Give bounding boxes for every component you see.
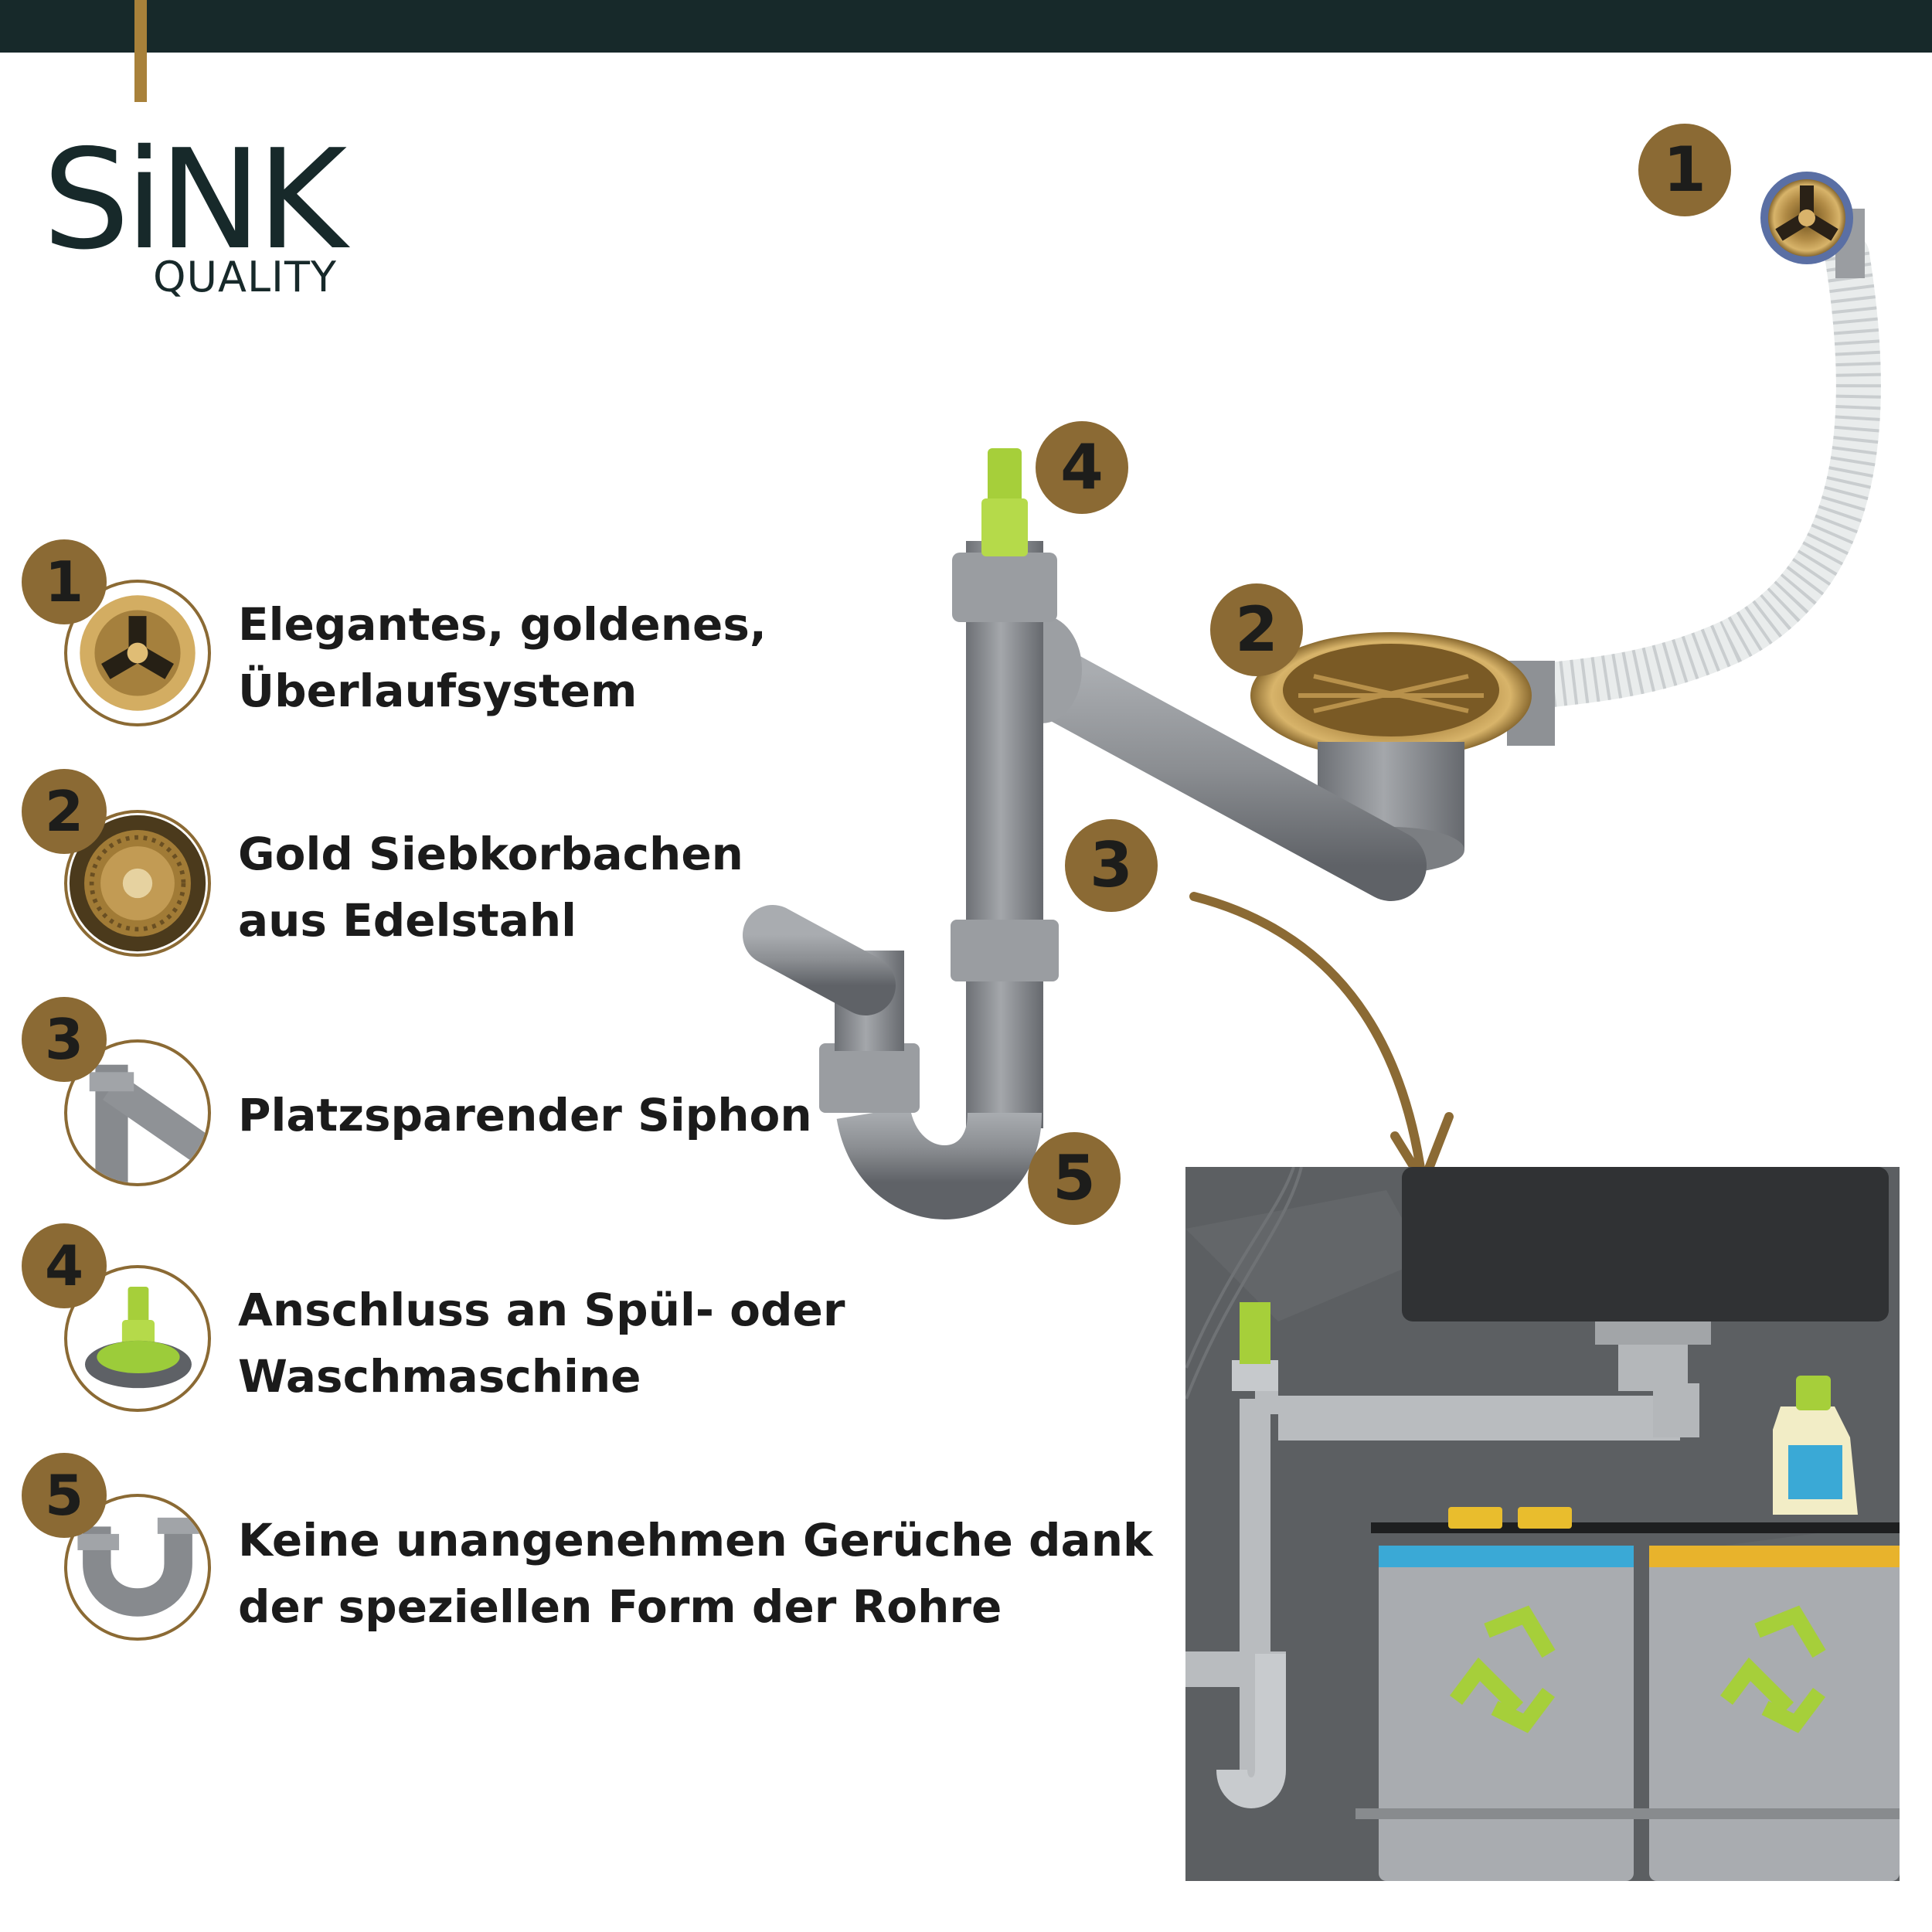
feature-badge-4: 4 [22,1223,107,1308]
feature-badge-2: 2 [22,769,107,854]
feature-text-2: Gold Siebkorbachen aus Edelstahl [238,821,743,954]
feature-badge-3: 3 [22,997,107,1082]
feature-text-5: Keine unangenehmen Gerüche dank der spez… [238,1507,1153,1640]
brand-tagline: QUALITY [153,253,337,301]
callout-badge-1: 1 [1638,124,1731,216]
feature-text-4: Anschluss an Spül- oder Waschmaschine [238,1277,845,1410]
brand-name: SiNK [43,120,347,280]
feature-5-line-2: der speziellen Form der Rohre [238,1580,1002,1633]
feature-4-line-2: Waschmaschine [238,1350,641,1403]
overflow-icon [80,595,196,711]
feature-1-line-2: Überlaufsystem [238,665,638,717]
callout-badge-3: 3 [1065,819,1158,912]
installation-scene [1185,1167,1900,1881]
feature-4-line-1: Anschluss an Spül- oder [238,1284,845,1336]
feature-3-line-1: Platzsparender Siphon [238,1089,812,1141]
feature-badge-1: 1 [22,539,107,624]
strainer-icon [69,815,206,952]
connector-icon [84,1286,192,1389]
feature-5-line-1: Keine unangenehmen Gerüche dank [238,1514,1153,1566]
brand-logo: SiNK QUALITY [43,131,352,309]
feature-text-1: Elegantes, goldenes, Überlaufsystem [238,591,767,724]
feature-2-line-1: Gold Siebkorbachen [238,828,743,880]
under-sink-illustration [1185,1167,1900,1881]
feature-1-line-1: Elegantes, goldenes, [238,598,767,651]
feature-2-line-2: aus Edelstahl [238,894,577,947]
gold-accent-line [134,0,147,102]
siphon-icon [89,1064,208,1183]
callout-badge-5: 5 [1028,1132,1121,1225]
top-bar [0,0,1932,53]
feature-badge-5: 5 [22,1453,107,1538]
overflow-thumb [64,580,211,726]
u-pipe-icon [77,1517,199,1617]
callout-badge-2: 2 [1210,583,1303,676]
feature-text-3: Platzsparender Siphon [238,1082,812,1148]
callout-badge-4: 4 [1036,421,1128,514]
